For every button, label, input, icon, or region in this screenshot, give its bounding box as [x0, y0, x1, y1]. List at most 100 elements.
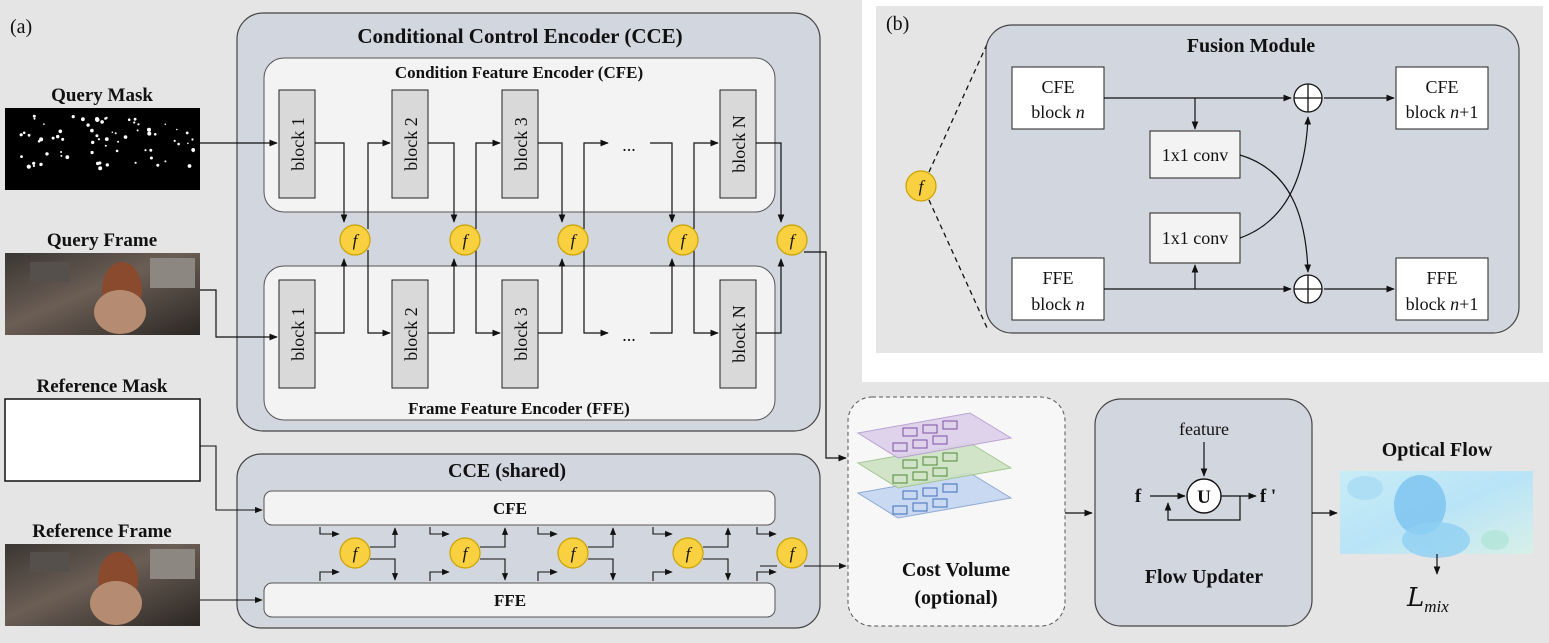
flow-updater-title: Flow Updater: [1145, 566, 1263, 588]
mask-speckle: [97, 138, 100, 141]
mask-speckle: [153, 133, 157, 136]
svg-text:block 2: block 2: [401, 307, 421, 361]
reference-frame-label: Reference Frame: [32, 521, 171, 542]
query-frame-label: Query Frame: [47, 230, 157, 251]
reference-mask-image: [4, 398, 201, 482]
ffe-blocks: block 1 block 2 block 3 ... block N: [278, 279, 757, 389]
cce-shared-connectors: [200, 445, 847, 604]
mask-speckle: [105, 163, 110, 167]
fusion-node: f: [339, 224, 371, 256]
mask-speckle: [104, 144, 107, 147]
mask-speckle: [127, 118, 131, 121]
svg-text:block 2: block 2: [401, 117, 421, 171]
mask-speckle: [134, 161, 137, 164]
mask-speckle: [137, 123, 140, 126]
sum-node-top: [1293, 83, 1323, 113]
svg-text:block 1: block 1: [288, 117, 308, 171]
svg-text:block N: block N: [729, 115, 749, 173]
update-unit-label: U: [1197, 487, 1211, 508]
fusion-node: f: [776, 224, 808, 256]
svg-text:f: f: [463, 231, 470, 250]
fusion-node: f: [756, 527, 808, 581]
mask-speckle: [60, 151, 63, 153]
cfe-title: Condition Feature Encoder (CFE): [395, 63, 643, 82]
mask-speckle: [187, 142, 189, 145]
mask-speckle: [104, 117, 107, 120]
cce-shared-cfe: [263, 490, 776, 526]
mask-speckle: [33, 117, 36, 120]
svg-text:f: f: [353, 544, 360, 563]
mask-speckle: [60, 154, 63, 157]
svg-text:f: f: [463, 544, 470, 563]
svg-text:f: f: [686, 544, 693, 563]
zoom-lines: [928, 41, 989, 331]
mask-speckle: [32, 114, 36, 118]
cost-volume-label: Cost Volume: [902, 559, 1010, 581]
ffe-block-n: block N: [719, 279, 757, 389]
mask-speckle: [104, 137, 109, 142]
flow-updater-output: f ': [1260, 486, 1276, 507]
panel-b-fusion-node: [905, 170, 937, 202]
ffe-block-3: block 3: [501, 279, 539, 389]
mask-speckle: [26, 164, 31, 169]
fusion-module-connectors: [1104, 94, 1395, 293]
conv-bottom: 1x1 conv: [1149, 212, 1241, 264]
mask-speckle: [32, 161, 36, 165]
cce-shared-ffe-label: FFE: [494, 591, 526, 610]
mask-speckle: [136, 129, 139, 132]
mask-speckle: [45, 152, 49, 156]
mask-speckle: [95, 134, 99, 138]
cfe-block-1: block 1: [278, 89, 316, 199]
mask-speckle: [90, 150, 94, 155]
ffe-block-2: block 2: [391, 279, 429, 389]
query-mask-label: Query Mask: [51, 85, 153, 106]
mask-speckle: [133, 121, 136, 124]
mask-speckle: [81, 117, 85, 122]
cfe-block-3: block 3: [501, 89, 539, 199]
cfe-block-2: block 2: [391, 89, 429, 199]
mask-speckle: [22, 131, 26, 135]
mask-speckle: [90, 128, 94, 133]
svg-text:block n+1: block n+1: [1406, 102, 1479, 122]
flow-updater-feature-label: feature: [1179, 419, 1229, 439]
fusion-node: f: [537, 527, 617, 581]
panel-b-label: (b): [886, 13, 909, 35]
svg-text:f: f: [571, 231, 578, 250]
svg-text:block 3: block 3: [511, 307, 531, 361]
mask-speckle: [191, 138, 194, 141]
mask-speckle: [86, 123, 90, 127]
mask-speckle: [56, 134, 60, 139]
panel-a-label: (a): [10, 16, 32, 38]
fusion-node: f: [449, 224, 481, 256]
mask-speckle: [177, 142, 180, 146]
fusion-module-box: [985, 24, 1520, 334]
mask-speckle: [111, 131, 114, 134]
svg-text:CFE: CFE: [1041, 77, 1074, 97]
mask-speckle: [187, 164, 192, 168]
mask-speckle: [173, 139, 176, 142]
ffe-block-n-in: FFE block n: [1011, 257, 1105, 321]
mask-speckle: [114, 132, 117, 135]
mask-speckle: [39, 162, 43, 167]
mask-speckle: [98, 166, 103, 171]
fusion-node: f: [652, 527, 732, 581]
cfe-block-n-in: CFE block n: [1011, 66, 1105, 130]
mask-speckle: [94, 117, 100, 122]
mask-speckle: [71, 115, 75, 119]
mask-speckle: [58, 129, 63, 134]
fusion-node: f: [667, 224, 699, 256]
mask-speckle: [176, 128, 178, 131]
cce-title: Conditional Control Encoder (CCE): [357, 24, 682, 48]
ffe-block-1: block 1: [278, 279, 316, 389]
fusion-node: f: [319, 527, 399, 581]
mask-speckle: [164, 123, 167, 126]
svg-text:1x1 conv: 1x1 conv: [1162, 145, 1229, 165]
mask-speckle: [39, 137, 44, 142]
mask-speckle: [19, 133, 23, 137]
svg-text:f: f: [681, 231, 688, 250]
mask-speckle: [27, 133, 31, 137]
cfe-block-n: block N: [719, 89, 757, 199]
mask-speckle: [149, 156, 153, 160]
reference-frame-image: [5, 544, 200, 626]
